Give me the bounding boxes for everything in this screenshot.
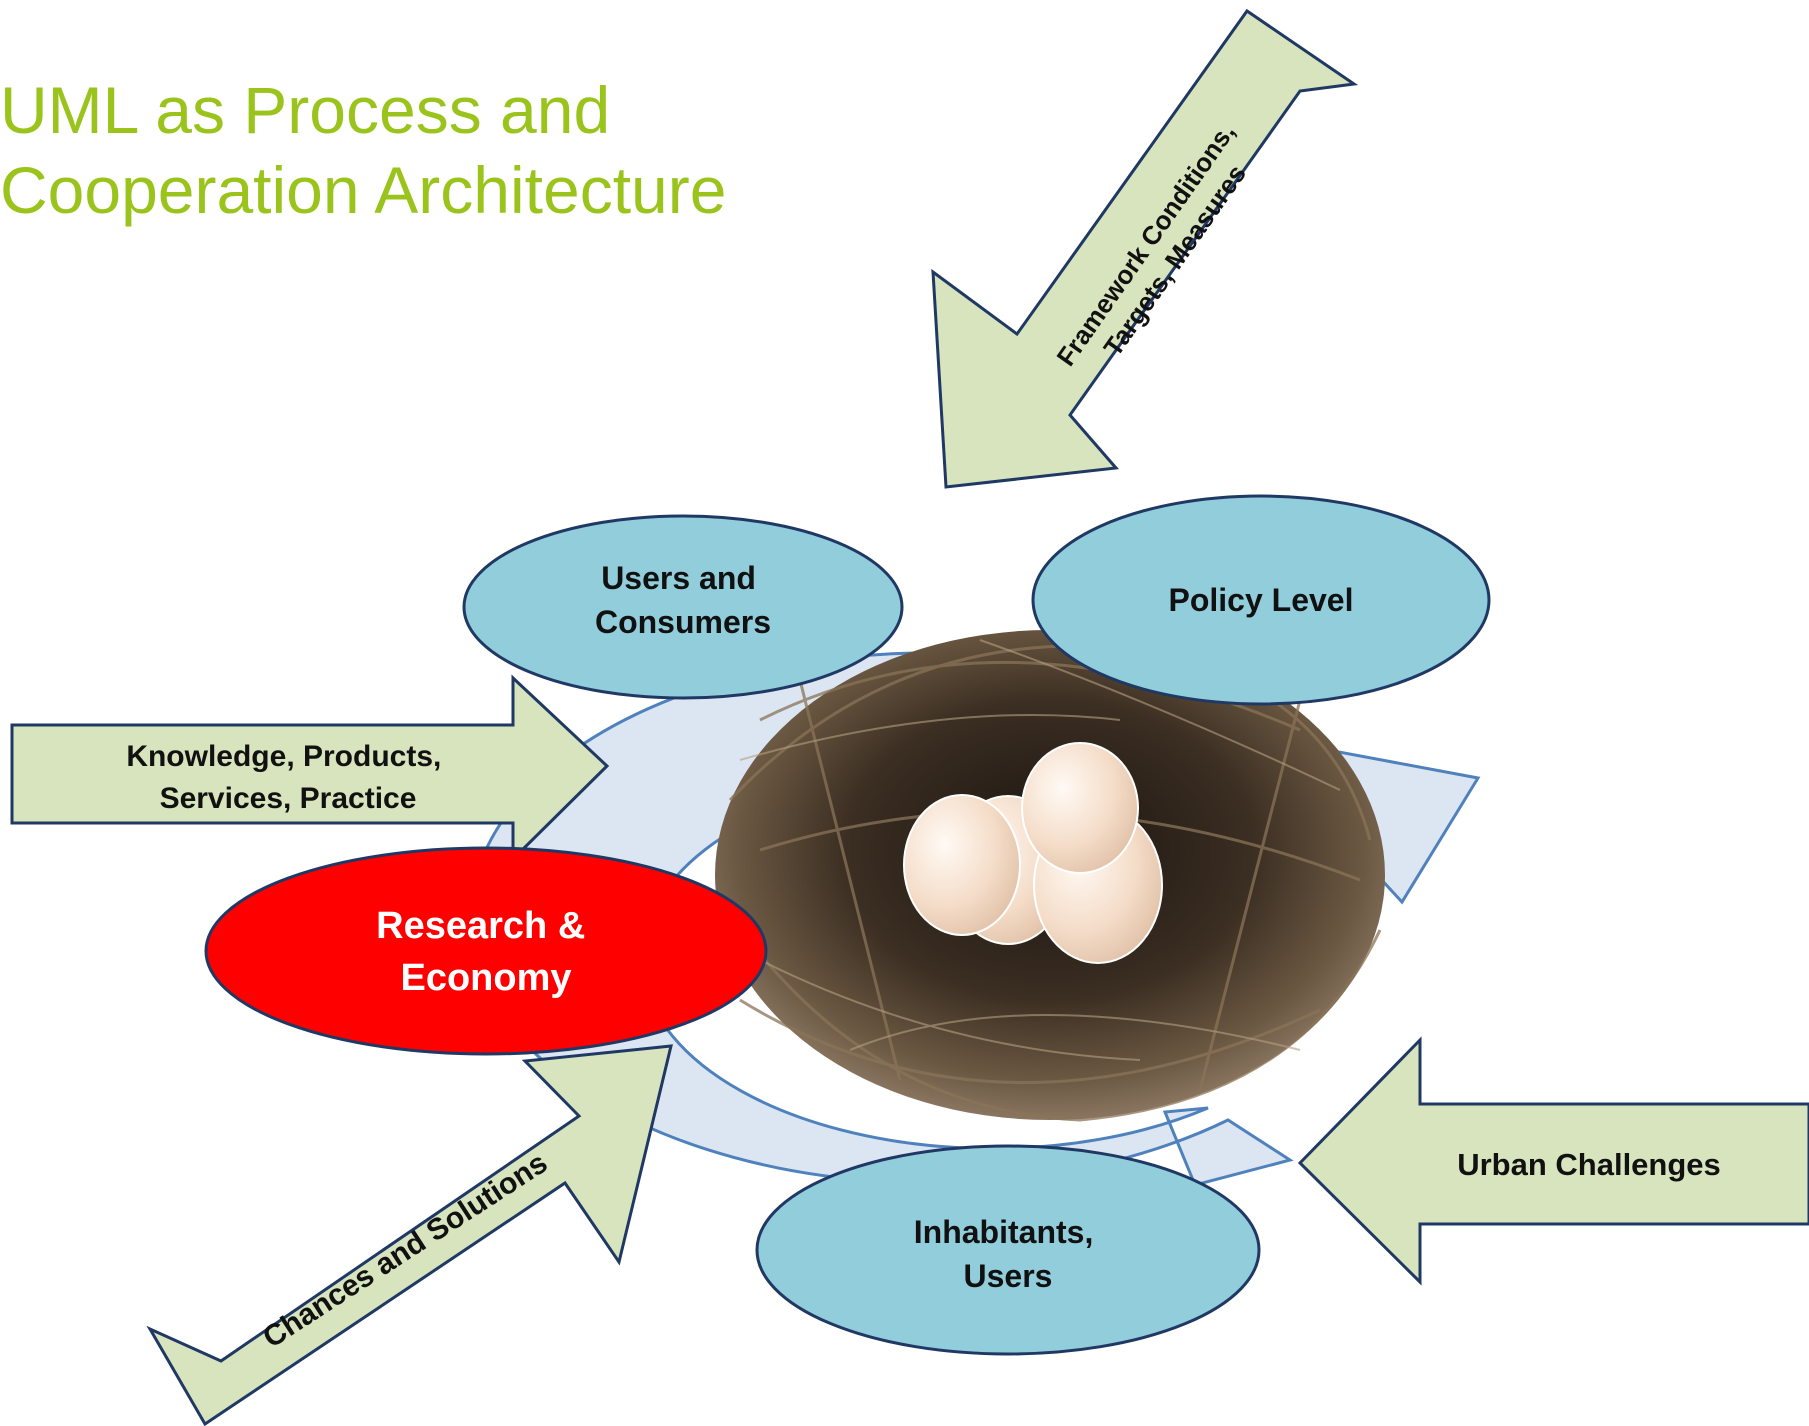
arrow-urban-shape bbox=[1297, 1036, 1809, 1286]
node-policy-level-label: Policy Level bbox=[1169, 582, 1354, 618]
arrow-knowledge-label-2: Services, Practice bbox=[160, 782, 417, 815]
node-users-consumers: Users and Consumers bbox=[462, 514, 904, 700]
node-users-consumers-label-2: Consumers bbox=[595, 604, 771, 640]
arrow-chances-solutions: Chances and Solutions bbox=[146, 1044, 673, 1426]
page-title: UML as Process and Cooperation Architect… bbox=[0, 70, 726, 230]
title-line-2: Cooperation Architecture bbox=[0, 153, 727, 227]
arrow-urban-challenges: Urban Challenges bbox=[1297, 1036, 1809, 1286]
node-research-economy-label-1: Research & bbox=[376, 905, 585, 947]
node-inhabitants-users: Inhabitants, Users bbox=[755, 1144, 1261, 1356]
arrow-urban-label: Urban Challenges bbox=[1457, 1147, 1721, 1182]
arrow-knowledge-label-1: Knowledge, Products, bbox=[126, 740, 441, 773]
svg-text:Policy Level: Policy Level bbox=[1169, 582, 1354, 618]
arrow-framework-shape bbox=[931, 8, 1359, 489]
node-policy-level: Policy Level bbox=[1031, 494, 1491, 706]
arrow-knowledge-shape bbox=[10, 674, 610, 863]
node-users-consumers-label-1: Users and bbox=[601, 560, 756, 596]
node-research-economy-label-2: Economy bbox=[400, 957, 571, 999]
bird-nest-with-eggs-icon bbox=[715, 630, 1385, 1122]
node-inhabitants-users-label-1: Inhabitants, bbox=[914, 1214, 1094, 1250]
node-inhabitants-users-label-2: Users bbox=[964, 1258, 1053, 1294]
svg-text:Research & Economy: Research & Economy bbox=[376, 905, 596, 999]
svg-text:Urban Challenges: Urban Challenges bbox=[1457, 1147, 1721, 1182]
arrow-chances-label: Chances and Solutions bbox=[257, 1146, 553, 1354]
svg-text:Users and Consumers: Users and Consumers bbox=[595, 560, 771, 640]
svg-text:Knowledge, Products, Ser: Knowledge, Products, Services, Practice bbox=[126, 740, 449, 815]
svg-text:Chances and Solutions: Chances and Solutions bbox=[257, 1146, 553, 1354]
arrow-framework-conditions: Framework Conditions, Targets, Measures bbox=[931, 8, 1359, 489]
arrow-chances-shape bbox=[146, 1044, 673, 1426]
title-line-1: UML as Process and bbox=[0, 73, 611, 147]
arrow-knowledge-products: Knowledge, Products, Services, Practice bbox=[10, 674, 610, 863]
svg-text:Inhabitants, Users: Inhabitants, Users bbox=[914, 1214, 1102, 1294]
node-research-economy: Research & Economy bbox=[204, 846, 768, 1056]
